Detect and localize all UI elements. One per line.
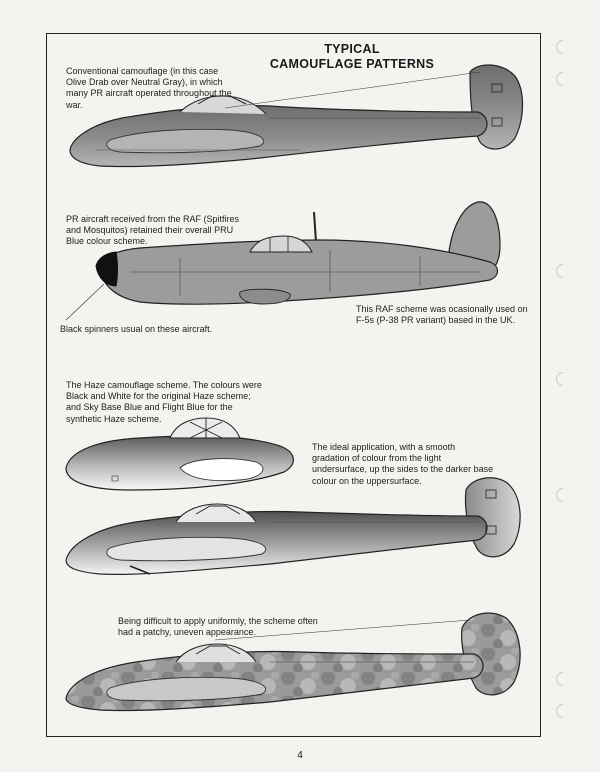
p38-haze-ideal-illustration	[65, 477, 521, 575]
p38-olive-drab-illustration	[69, 64, 524, 168]
note-ideal-application: The ideal application, with a smooth gra…	[312, 442, 494, 486]
title-line-2: CAMOUFLAGE PATTERNS	[269, 57, 435, 71]
page-title: TYPICAL CAMOUFLAGE PATTERNS	[252, 42, 452, 72]
p38-haze-patchy-illustration	[65, 612, 521, 712]
note-conventional-camouflage: Conventional camouflage (in this case Ol…	[66, 66, 232, 110]
title-line-1: TYPICAL	[324, 42, 380, 56]
note-haze-scheme: The Haze camouflage scheme. The colours …	[66, 380, 262, 424]
haze-nose-illustration	[65, 417, 294, 491]
note-black-spinners: Black spinners usual on these aircraft.	[60, 324, 213, 334]
page-frame	[46, 33, 541, 737]
page-number: 4	[297, 750, 303, 761]
note-pr-raf-aircraft: PR aircraft received from the RAF (Spitf…	[66, 214, 240, 247]
note-patchy-appearance: Being difficult to apply uniformly, the …	[118, 616, 318, 638]
note-raf-scheme: This RAF scheme was ocasionally used on …	[356, 304, 528, 326]
spitfire-pru-blue-illustration	[65, 201, 501, 321]
